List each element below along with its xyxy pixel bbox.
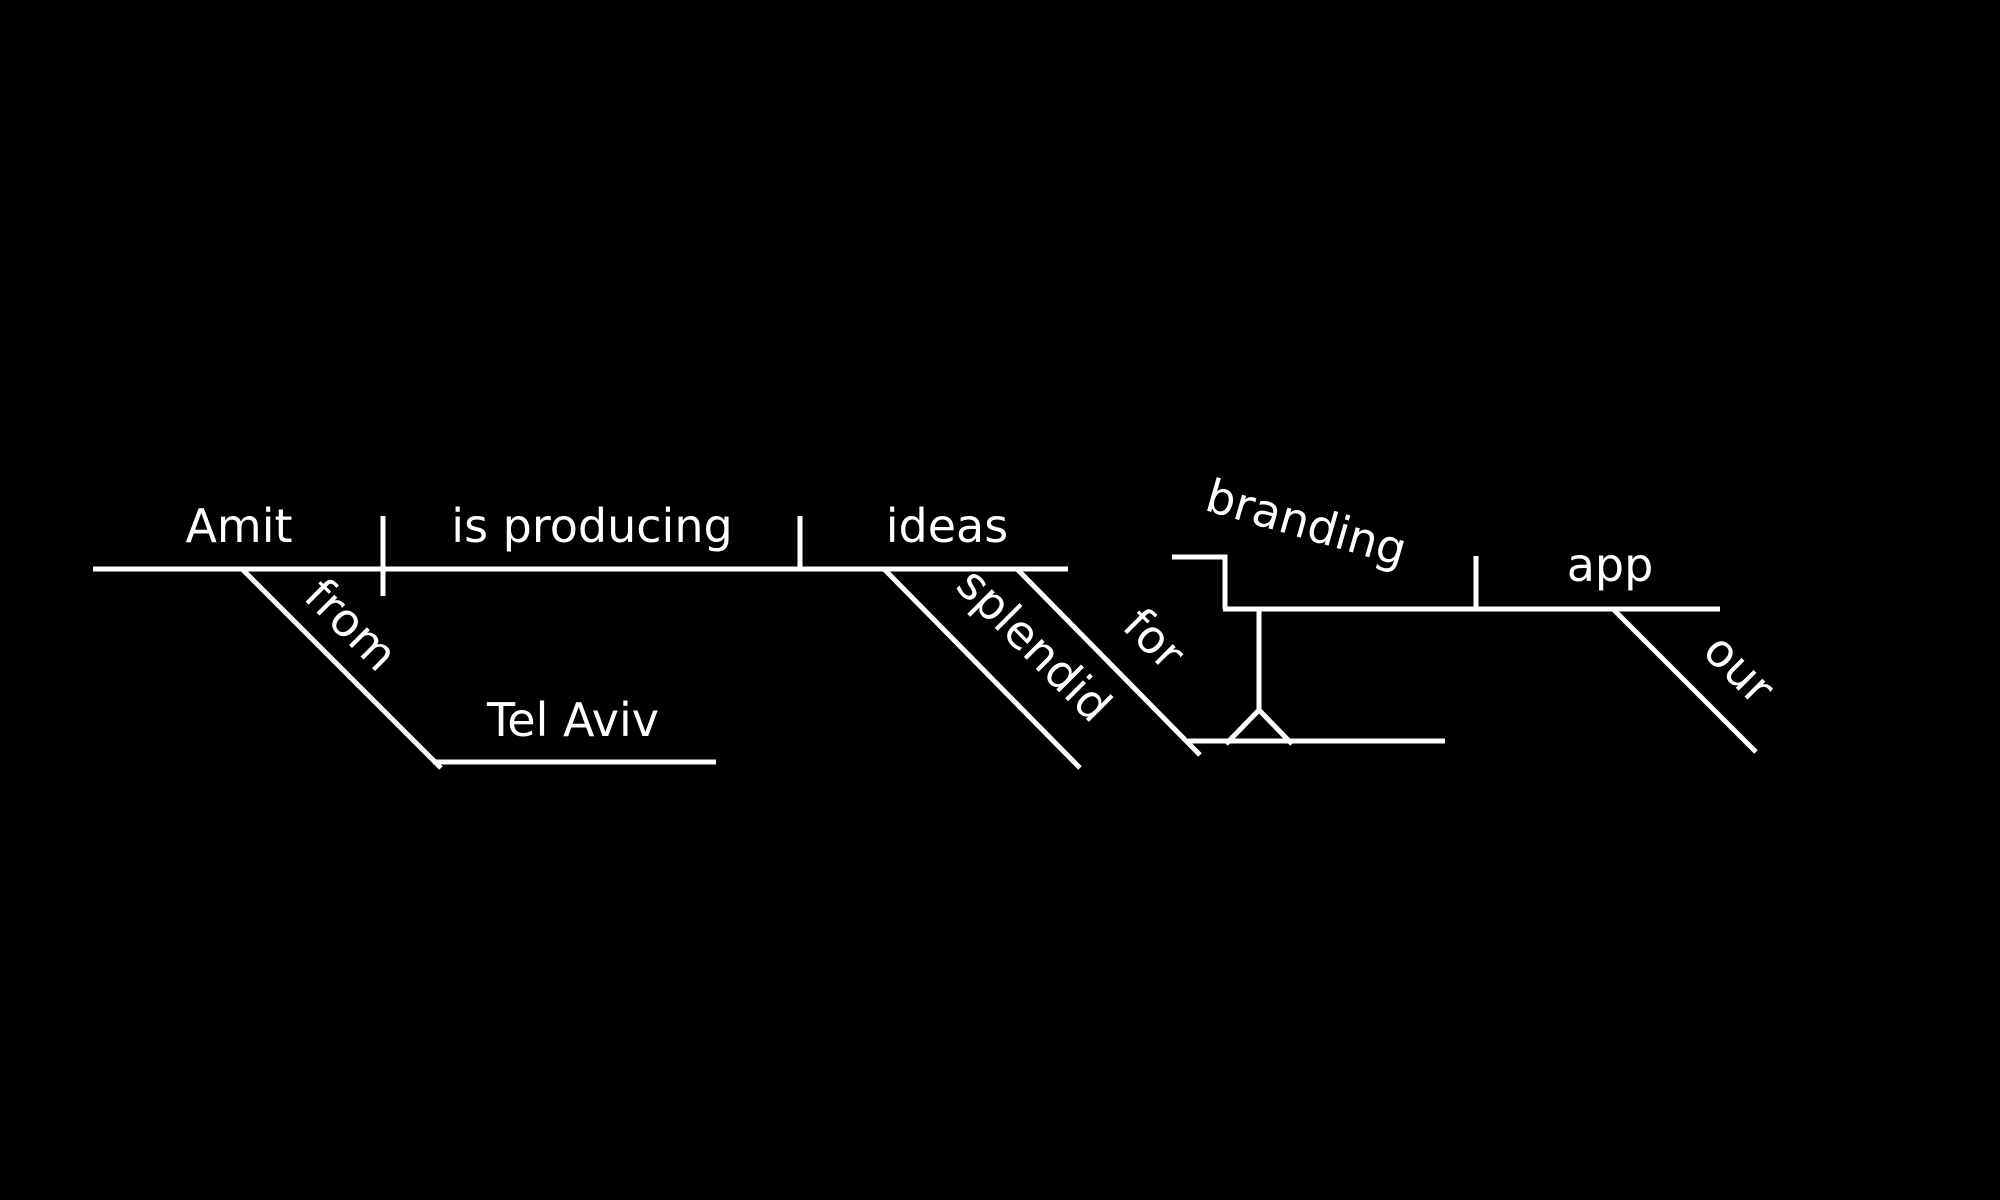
for-slant-line	[1015, 567, 1202, 757]
gerund-step-line	[1172, 554, 1228, 609]
tel-aviv-word: Tel Aviv	[486, 693, 659, 747]
from-slant-line	[240, 567, 443, 770]
predicate-word: is producing	[451, 499, 732, 553]
gerund-word: branding	[1200, 468, 1413, 577]
subject-word: Amit	[185, 499, 292, 553]
our-slant-line	[1611, 607, 1758, 754]
splendid-slant-line	[882, 567, 1082, 770]
pedestal-right-leg	[1257, 708, 1294, 746]
from-word: from	[294, 568, 408, 682]
pedestal-left-leg	[1224, 708, 1261, 746]
for-word: for	[1113, 597, 1196, 680]
gerund-object-word: app	[1567, 538, 1654, 592]
direct-object-word: ideas	[886, 499, 1008, 553]
